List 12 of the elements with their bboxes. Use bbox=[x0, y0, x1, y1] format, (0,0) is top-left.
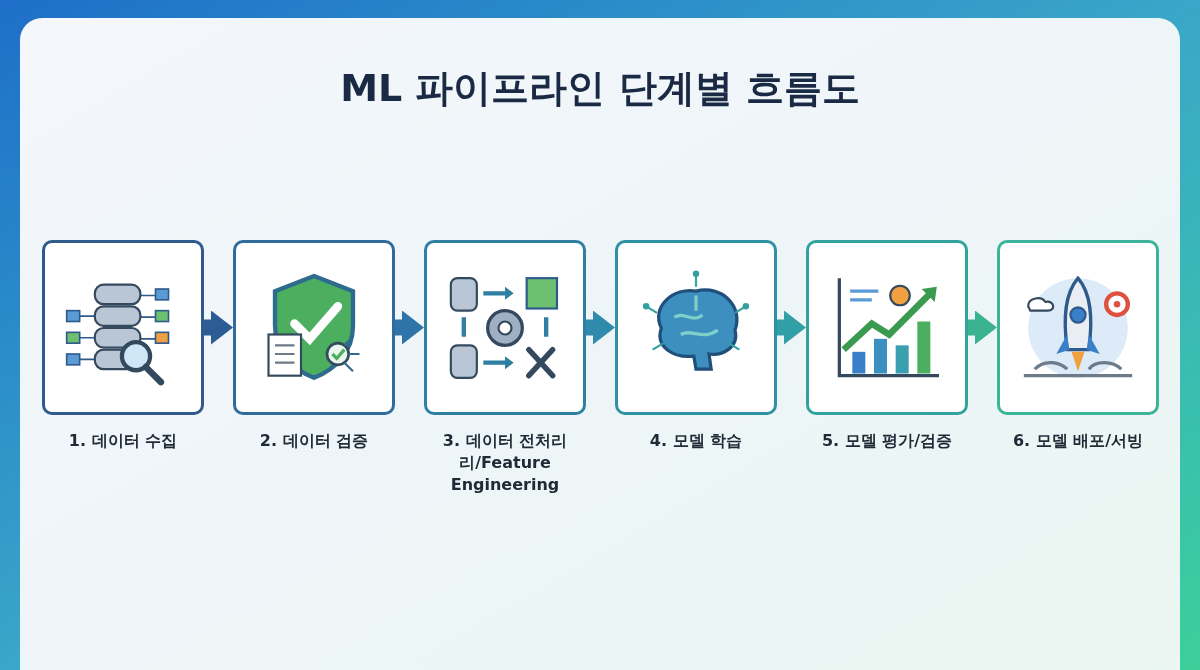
arrow bbox=[777, 310, 806, 345]
arrow bbox=[395, 310, 424, 345]
arrow bbox=[968, 310, 997, 345]
step-label: 5. 모델 평가/검증 bbox=[820, 430, 954, 452]
arrow bbox=[586, 310, 615, 345]
step-label: 2. 데이터 검증 bbox=[258, 430, 370, 452]
title: ML 파이프라인 단계별 흐름도 bbox=[340, 65, 860, 112]
step-label: 3. 데이터 전처리 리/Feature Engineering bbox=[441, 430, 569, 496]
step-label: 4. 모델 학습 bbox=[648, 430, 744, 452]
step-label: 6. 모델 배포/서빙 bbox=[1011, 430, 1145, 452]
arrow bbox=[204, 310, 233, 345]
step-label: 1. 데이터 수집 bbox=[67, 430, 179, 452]
